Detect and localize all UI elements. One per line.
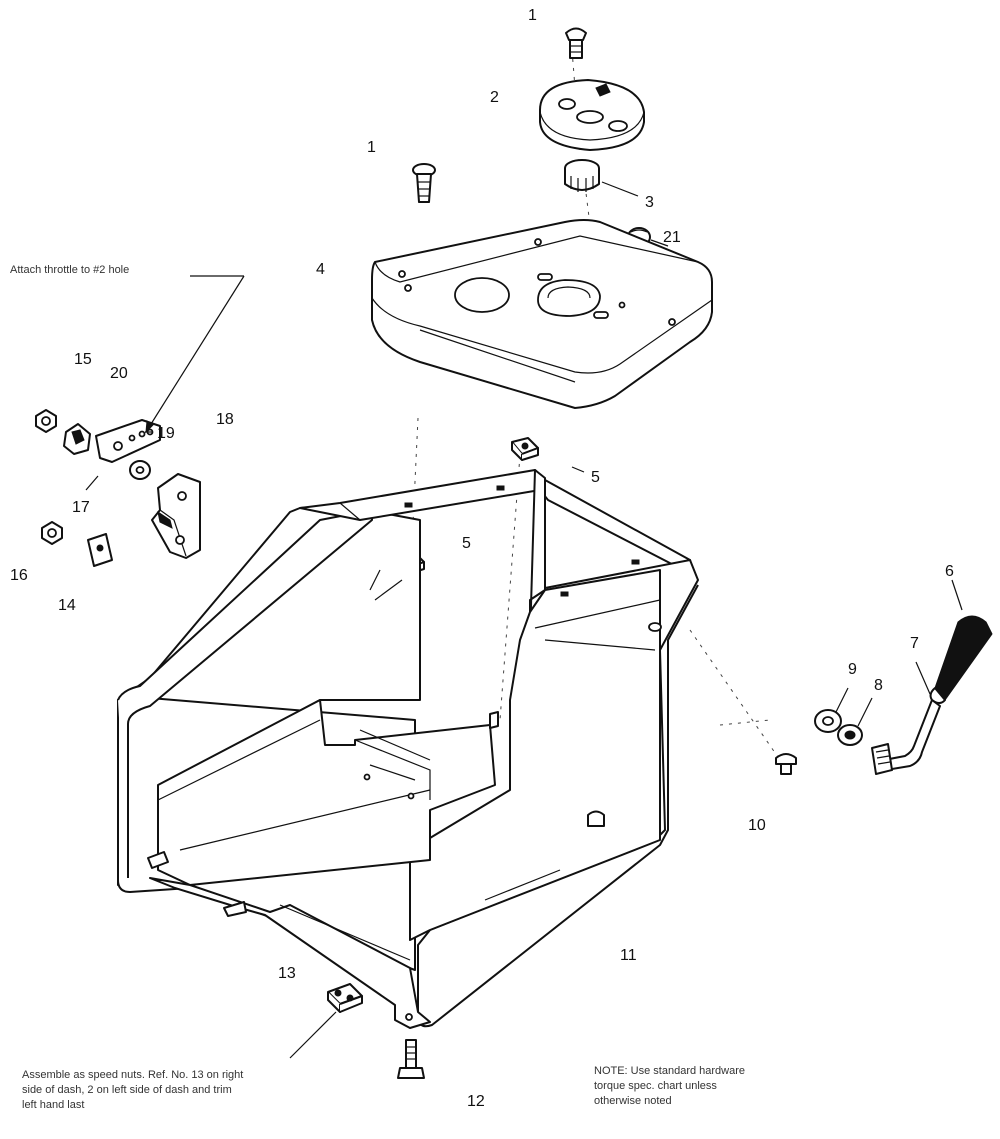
part-number-label: 3: [645, 194, 654, 211]
part-number-label: 10: [748, 817, 766, 834]
part-10-screw: [775, 753, 797, 775]
part-number-label: 8: [874, 677, 883, 694]
part-number-label: 5: [591, 469, 600, 486]
part-number-label: 1: [367, 139, 376, 156]
part-5-speed-nut-upper: [511, 437, 539, 461]
part-16-nut-lower: [41, 521, 63, 545]
part-1-top-screw: [565, 27, 587, 59]
part-19-washer: [129, 460, 151, 480]
part-15-nut-upper: [35, 409, 57, 433]
leader-3: [601, 181, 639, 197]
part-number-label: 4: [316, 261, 325, 278]
part-17-throttle-plate: [95, 419, 161, 463]
leader-7: [915, 661, 931, 695]
part-number-label: 20: [110, 365, 128, 382]
leader-13: [289, 1011, 337, 1059]
part-8-washer: [837, 724, 863, 746]
part-2-round-plate: [539, 79, 645, 151]
part-number-label: 18: [216, 411, 234, 428]
part-number-label: 12: [467, 1093, 485, 1110]
leader-6: [951, 579, 963, 611]
part-3-bushing: [564, 159, 600, 192]
leader-5: [571, 466, 585, 473]
assembly-note: Assemble as speed nuts. Ref. No. 13 on r…: [22, 1069, 244, 1111]
part-7-crank-rod: [871, 699, 941, 775]
part-number-label: 14: [58, 597, 76, 614]
throttle-note-leader: [145, 275, 245, 434]
part-12-bolt: [397, 1039, 425, 1079]
leader-21: [650, 239, 669, 247]
leader-17: [85, 475, 99, 491]
part-11-dash-housing: [117, 469, 699, 1029]
leader-9: [835, 687, 849, 713]
throttle-note: Attach throttle to #2 hole: [10, 264, 130, 276]
part-number-label: 15: [74, 351, 92, 368]
part-9-lock-washer: [814, 709, 842, 733]
part-number-label: 6: [945, 563, 954, 580]
part-number-label: 19: [157, 425, 175, 442]
part-number-label: 2: [490, 89, 499, 106]
part-number-label: 9: [848, 661, 857, 678]
part-number-label: 16: [10, 567, 28, 584]
part-1-left-screw: [412, 163, 436, 203]
part-number-label: 21: [663, 229, 681, 246]
part-6-handle-grip: [929, 615, 993, 704]
part-14-clip: [87, 533, 113, 567]
leader-8: [857, 697, 873, 727]
part-4-dash-cover: [371, 219, 713, 409]
torque-note: NOTE: Use standard hardware torque spec.…: [594, 1065, 746, 1107]
part-20-throttle-bracket: [63, 423, 91, 455]
part-18-mounting-bracket: [151, 473, 201, 559]
part-number-label: 1: [528, 7, 537, 24]
part-number-label: 5: [462, 535, 471, 552]
part-number-label: 7: [910, 635, 919, 652]
part-number-label: 13: [278, 965, 296, 982]
part-number-label: 11: [620, 947, 637, 964]
part-number-label: 17: [72, 499, 90, 516]
part-13-speed-nut-clip: [327, 983, 363, 1013]
